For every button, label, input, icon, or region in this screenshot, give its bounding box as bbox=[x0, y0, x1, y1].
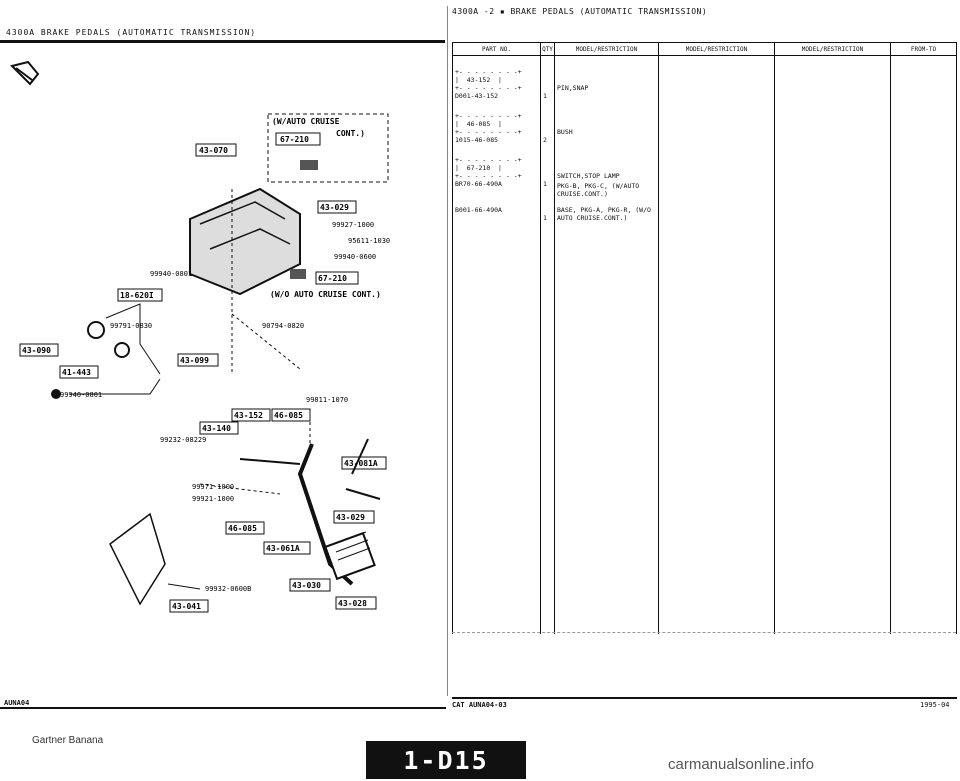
brand-text: Gartner Banana bbox=[32, 735, 104, 746]
description-column: PIN,SNAP BUSH SWITCH,STOP LAMP PKG-B, PK… bbox=[554, 55, 659, 634]
ref-43-140: 43-140 bbox=[202, 424, 231, 433]
footer-date: 1995-04 bbox=[920, 701, 950, 709]
model-column-2 bbox=[658, 55, 775, 634]
qty-column: 1 2 1 1 bbox=[540, 55, 555, 634]
page-divider bbox=[447, 6, 448, 696]
col-qty: QTY bbox=[540, 42, 555, 56]
ref-43-070: 43-070 bbox=[199, 146, 228, 155]
ref-67-210-a: 67-210 bbox=[280, 135, 309, 144]
footer-right-line bbox=[452, 697, 957, 699]
desc-base: BASE, PKG-A, PKG-R, (W/O AUTO CRUISE.CON… bbox=[557, 206, 655, 222]
qty-value: 2 bbox=[543, 136, 547, 144]
table-body-row: +- - - - - - - -+ | 43-152 | +- - - - - … bbox=[452, 55, 957, 634]
col-from-to: FROM-TO bbox=[890, 42, 957, 56]
label-99921-1000: 99921-1000 bbox=[192, 495, 234, 503]
from-to-column bbox=[890, 55, 957, 634]
exploded-diagram: (W/AUTO CRUISE CONT.) 43-070 67-210 43-0… bbox=[10, 60, 390, 613]
ref-43-041: 43-041 bbox=[172, 602, 201, 611]
label-99932-0600B: 99932-0600B bbox=[205, 585, 251, 593]
ref-43-090: 43-090 bbox=[22, 346, 51, 355]
part-no-column: +- - - - - - - -+ | 43-152 | +- - - - - … bbox=[452, 55, 541, 634]
col-model-3: MODEL/RESTRICTION bbox=[774, 42, 891, 56]
header-right: 4300A -2 ▪ BRAKE PEDALS (AUTOMATIC TRANS… bbox=[452, 7, 708, 16]
ref-41-443: 41-443 bbox=[62, 368, 91, 377]
ref-67-210-b: 67-210 bbox=[318, 274, 347, 283]
front-arrow-icon bbox=[10, 60, 40, 86]
page-number: 1-D15 bbox=[366, 741, 526, 779]
col-model-2: MODEL/RESTRICTION bbox=[658, 42, 775, 56]
label-99811-1070: 99811-1070 bbox=[306, 396, 348, 404]
desc-pin-snap: PIN,SNAP bbox=[557, 84, 589, 92]
list-item: +- - - - - - - -+ | 46-085 | +- - - - - … bbox=[455, 112, 522, 144]
desc-pkg-b: PKG-B, PKG-C, (W/AUTO CRUISE.CONT.) bbox=[557, 182, 644, 198]
ref-46-085-a: 46-085 bbox=[274, 411, 303, 420]
list-item: +- - - - - - - -+ | 67-210 | +- - - - - … bbox=[455, 156, 522, 188]
ref-43-152: 43-152 bbox=[234, 411, 263, 420]
ref-43-030: 43-030 bbox=[292, 581, 321, 590]
qty-value: 1 bbox=[543, 180, 547, 188]
footer-left-line bbox=[0, 707, 446, 709]
label-99971-1000: 99971-1000 bbox=[192, 483, 234, 491]
header-divider bbox=[0, 40, 445, 43]
label-90794-0820: 90794-0820 bbox=[262, 322, 304, 330]
desc-switch: SWITCH,STOP LAMP bbox=[557, 172, 620, 180]
watermark: carmanualsonline.info bbox=[668, 756, 814, 773]
ref-43-081A: 43-081A bbox=[344, 459, 378, 468]
col-model-1: MODEL/RESTRICTION bbox=[554, 42, 659, 56]
table-header-row: PART NO. QTY MODEL/RESTRICTION MODEL/RES… bbox=[452, 42, 957, 56]
parts-table: PART NO. QTY MODEL/RESTRICTION MODEL/RES… bbox=[452, 42, 957, 634]
table-bottom-dashed bbox=[452, 632, 956, 633]
footer-left: AUNA04 bbox=[4, 699, 30, 707]
cruise-box-label: (W/AUTO CRUISE bbox=[272, 117, 340, 126]
header-left: 4300A BRAKE PEDALS (AUTOMATIC TRANSMISSI… bbox=[6, 28, 257, 37]
pedal-bracket bbox=[189, 187, 301, 296]
ref-43-028: 43-028 bbox=[338, 599, 367, 608]
ref-43-061A: 43-061A bbox=[266, 544, 300, 553]
model-column-3 bbox=[774, 55, 891, 634]
label-99940-0801-b: 99940-0801 bbox=[60, 391, 102, 399]
list-item: B001-66-490A bbox=[455, 206, 502, 214]
ref-18-620I: 18-620I bbox=[120, 291, 154, 300]
cruise-option-box bbox=[267, 113, 389, 183]
lower-bracket bbox=[109, 512, 166, 606]
footer-catalog: CAT AUNA04-03 bbox=[452, 701, 507, 709]
ref-46-085-b: 46-085 bbox=[228, 524, 257, 533]
qty-value: 1 bbox=[543, 92, 547, 100]
no-cruise-label: (W/O AUTO CRUISE CONT.) bbox=[270, 290, 381, 299]
label-99940-0600: 99940-0600 bbox=[334, 253, 376, 261]
stop-lamp-switch-cruise bbox=[300, 160, 318, 170]
label-99791-0830: 99791-0830 bbox=[110, 322, 152, 330]
label-95611-1030: 95611-1030 bbox=[348, 237, 390, 245]
ref-43-029-b: 43-029 bbox=[336, 513, 365, 522]
label-99927-1000: 99927-1000 bbox=[332, 221, 374, 229]
desc-bush: BUSH bbox=[557, 128, 573, 136]
ref-boxes: 43-070 67-210 43-029 67-210 18-620I 43-0… bbox=[19, 132, 387, 613]
col-part-no: PART NO. bbox=[452, 42, 541, 56]
label-99940-0801-a: 99940-0801 bbox=[150, 270, 192, 278]
stop-lamp-switch bbox=[290, 269, 306, 279]
qty-value: 1 bbox=[543, 214, 547, 222]
ref-43-029-a: 43-029 bbox=[320, 203, 349, 212]
ref-43-099: 43-099 bbox=[180, 356, 209, 365]
cruise-cont-label: CONT.) bbox=[336, 129, 365, 138]
label-99232-08229: 99232-08229 bbox=[160, 436, 206, 444]
list-item: +- - - - - - - -+ | 43-152 | +- - - - - … bbox=[455, 68, 522, 100]
